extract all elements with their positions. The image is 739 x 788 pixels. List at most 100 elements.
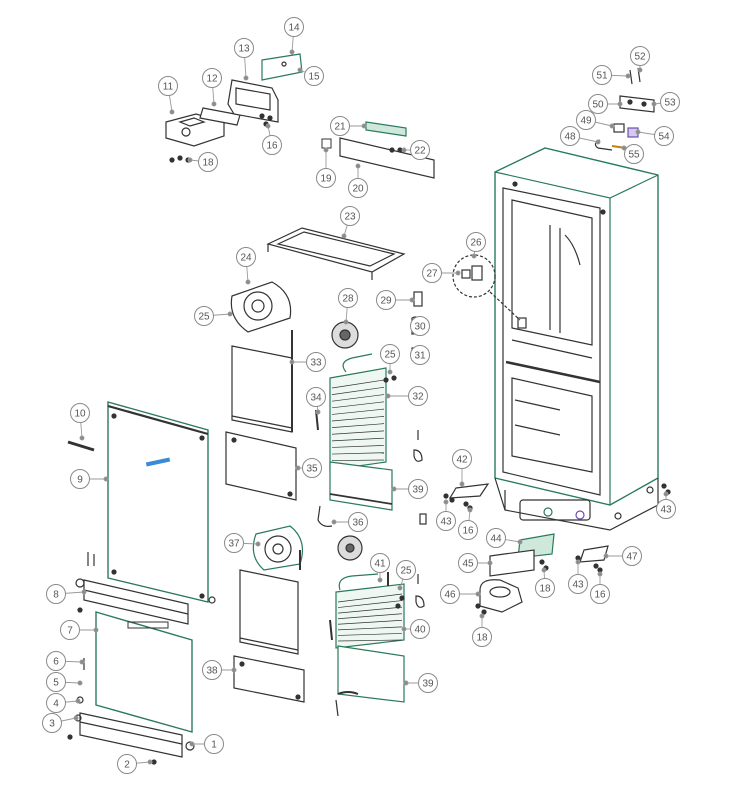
callout-c34: 34: [306, 387, 326, 407]
leader-dot-7: [93, 627, 99, 633]
callout-number: 49: [580, 116, 592, 127]
callout-circle: [284, 17, 304, 37]
callout-c37: 37: [224, 533, 244, 553]
evaporator-fin: [337, 593, 403, 603]
leader-dot-14: [289, 49, 295, 55]
leader-dot-54: [635, 129, 641, 135]
callout-circle: [338, 288, 358, 308]
rear-panel-upper: [225, 431, 297, 501]
evaporator-fin: [331, 416, 385, 422]
evaporator-fin: [331, 379, 385, 389]
leader-dot-51: [625, 73, 631, 79]
leader-dot-39: [391, 486, 397, 492]
evaporator-fin: [337, 626, 403, 631]
parts-layer: [67, 53, 671, 765]
leader-dot-8: [81, 589, 87, 595]
callout-circle: [202, 660, 222, 680]
callout-c16b: 16: [458, 520, 478, 540]
callout-circle: [410, 316, 430, 336]
leader-dot-10: [79, 435, 85, 441]
leader-dot-43: [575, 559, 581, 565]
air-duct-housing: [227, 79, 279, 123]
callout-circle: [234, 38, 254, 58]
leader-dot-5: [77, 680, 83, 686]
evaporator-fin: [337, 639, 403, 642]
leader-dot-27: [455, 270, 461, 276]
callout-circle: [408, 479, 428, 499]
evaporator-fin: [331, 430, 385, 435]
callout-circle: [458, 553, 478, 573]
leader-dot-16: [467, 507, 473, 513]
callout-number: 15: [308, 72, 320, 83]
callout-number: 54: [658, 132, 670, 143]
callout-number: 25: [400, 566, 412, 577]
callout-c53: 53: [660, 92, 680, 112]
callout-circle: [46, 693, 66, 713]
leader-dot-41: [377, 577, 383, 583]
leader-dot-39: [403, 680, 409, 686]
hinge-plate-right: [579, 545, 609, 563]
small-block: [419, 513, 427, 525]
callout-number: 24: [240, 253, 252, 264]
callout-c50: 50: [588, 94, 608, 114]
callout-number: 19: [320, 174, 332, 185]
leader-dot-24: [245, 279, 251, 285]
callout-circle: [70, 469, 90, 489]
callout-circle: [236, 247, 256, 267]
callout-circle: [42, 713, 62, 733]
callout-circle: [408, 386, 428, 406]
callout-circle: [46, 584, 66, 604]
control-board: [619, 95, 655, 113]
callout-number: 27: [426, 269, 438, 280]
control-panel-plate: [199, 107, 241, 126]
leader-dot-50: [617, 101, 623, 107]
callout-number: 53: [664, 98, 676, 109]
leader-dot-36: [331, 519, 337, 525]
leader-dot-25: [227, 311, 233, 317]
callout-c6: 6: [46, 651, 66, 671]
fan-motor-upper: [331, 321, 359, 349]
callout-number: 45: [462, 559, 474, 570]
callout-number: 30: [414, 322, 426, 333]
callout-number: 16: [266, 141, 278, 152]
callout-c22: 22: [410, 140, 430, 160]
callout-number: 32: [412, 392, 424, 403]
light-bracket: [365, 121, 407, 137]
leader-dot-45: [487, 560, 493, 566]
fan-motor-lower: [337, 535, 363, 561]
mid-clips: [413, 430, 423, 462]
callout-c51: 51: [592, 65, 612, 85]
leader-dot-18: [541, 567, 547, 573]
callout-number: 13: [238, 44, 250, 55]
evaporator-fin: [331, 423, 385, 428]
callout-number: 5: [53, 678, 59, 689]
leader-dot-6: [79, 659, 85, 665]
callout-c16a: 16: [262, 135, 282, 155]
callout-number: 3: [49, 719, 55, 730]
leader-dot-3: [73, 715, 79, 721]
callout-number: 55: [628, 150, 640, 161]
callout-number: 16: [594, 590, 606, 601]
leader-dot-43: [663, 491, 669, 497]
callout-c35: 35: [302, 458, 322, 478]
callout-number: 47: [626, 552, 638, 563]
leader-dot-47: [603, 553, 609, 559]
callout-circle: [654, 126, 674, 146]
callout-circle: [316, 168, 336, 188]
callout-number: 18: [476, 633, 488, 644]
callout-number: 35: [306, 464, 318, 475]
leader-dot-52: [637, 67, 643, 73]
callout-circle: [204, 734, 224, 754]
leader-dot-43: [443, 499, 449, 505]
leader-dot-28: [343, 319, 349, 325]
callout-number: 7: [67, 626, 73, 637]
callout-number: 18: [539, 584, 551, 595]
callout-c54: 54: [654, 126, 674, 146]
top-bracket: [261, 53, 303, 81]
fresh-food-door-panel: [95, 611, 193, 733]
leader-dot-23: [341, 233, 347, 239]
evaporator-fin: [331, 459, 385, 462]
small-square-part: [321, 138, 332, 149]
leader-dot-42: [459, 481, 465, 487]
fan-shroud-lower: [252, 525, 303, 571]
